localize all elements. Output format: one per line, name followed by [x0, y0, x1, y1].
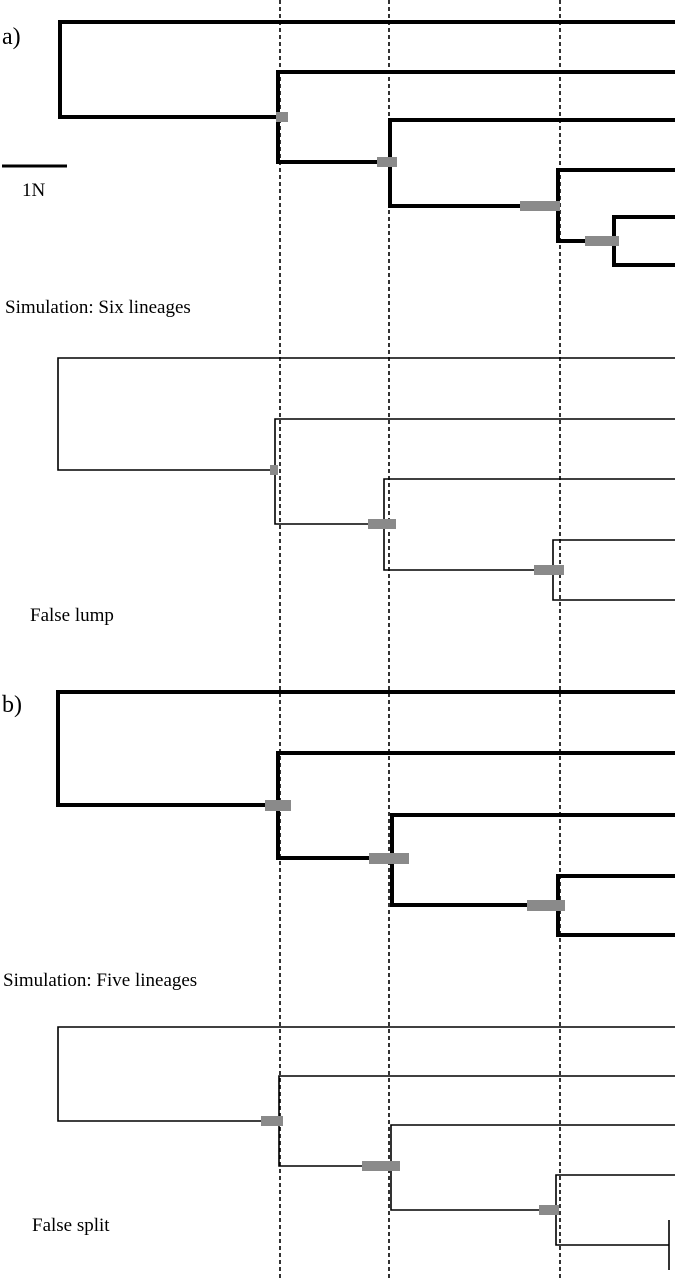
tree-a-six-lineages — [58, 20, 675, 267]
tree-b-five-lineages — [56, 690, 675, 937]
tree-a-false-lump — [57, 357, 675, 601]
tree-b-false-split — [57, 1026, 675, 1270]
confidence-bar — [534, 565, 564, 575]
confidence-bar — [368, 519, 396, 529]
panel-b-upper-title: Simulation: Five lineages — [3, 970, 197, 991]
scale-bar-label: 1N — [22, 180, 46, 201]
confidence-bar — [520, 201, 560, 211]
panel-a-upper-title: Simulation: Six lineages — [5, 297, 191, 318]
confidence-bar — [270, 465, 278, 475]
confidence-bar — [362, 1161, 400, 1171]
confidence-bar — [539, 1205, 559, 1215]
confidence-bar — [377, 157, 397, 167]
confidence-bars-b-upper — [265, 800, 565, 911]
confidence-bars-b-lower — [261, 1116, 559, 1215]
reference-guides — [279, 0, 561, 1280]
confidence-bar — [276, 112, 288, 122]
panel-a-lower-title: False lump — [30, 605, 114, 626]
panel-b-lower-title: False split — [32, 1215, 110, 1236]
confidence-bar — [265, 800, 291, 811]
confidence-bar — [527, 900, 565, 911]
panel-a-label: a) — [2, 24, 21, 50]
confidence-bar — [585, 236, 619, 246]
confidence-bars-a-lower — [270, 465, 564, 575]
confidence-bar — [261, 1116, 283, 1126]
confidence-bar — [369, 853, 409, 864]
panel-b-label: b) — [2, 692, 22, 718]
confidence-bars-a-upper — [276, 112, 619, 246]
